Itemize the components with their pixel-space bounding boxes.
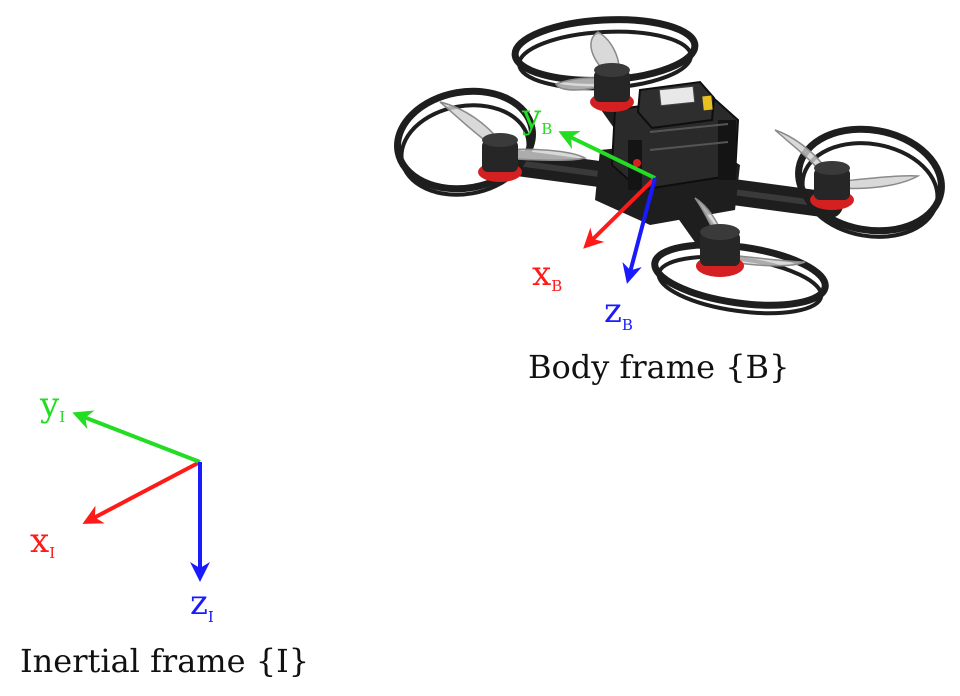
body-y-axis (558, 130, 656, 180)
body-x-axis (583, 176, 657, 249)
body-frame-axes: xB yB zB (521, 97, 657, 334)
body-z-axis (622, 177, 657, 284)
body-y-label: yB (521, 97, 552, 138)
inertial-z-label: zI (190, 583, 214, 626)
inertial-x-axis (82, 460, 201, 524)
quadcopter-drone (394, 16, 945, 316)
motor-icon (478, 63, 854, 277)
inertial-frame-axes: xI yI zI (30, 385, 214, 626)
body-x-label: xB (532, 254, 562, 295)
inertial-y-label: yI (39, 385, 65, 426)
body-z-label: zB (604, 291, 633, 334)
status-led-icon (633, 159, 641, 167)
inertial-y-axis (72, 410, 201, 464)
inertial-frame-caption: Inertial frame {I} (20, 642, 310, 680)
inertial-x-label: xI (30, 521, 55, 562)
body-frame-caption: Body frame {B} (528, 348, 790, 386)
